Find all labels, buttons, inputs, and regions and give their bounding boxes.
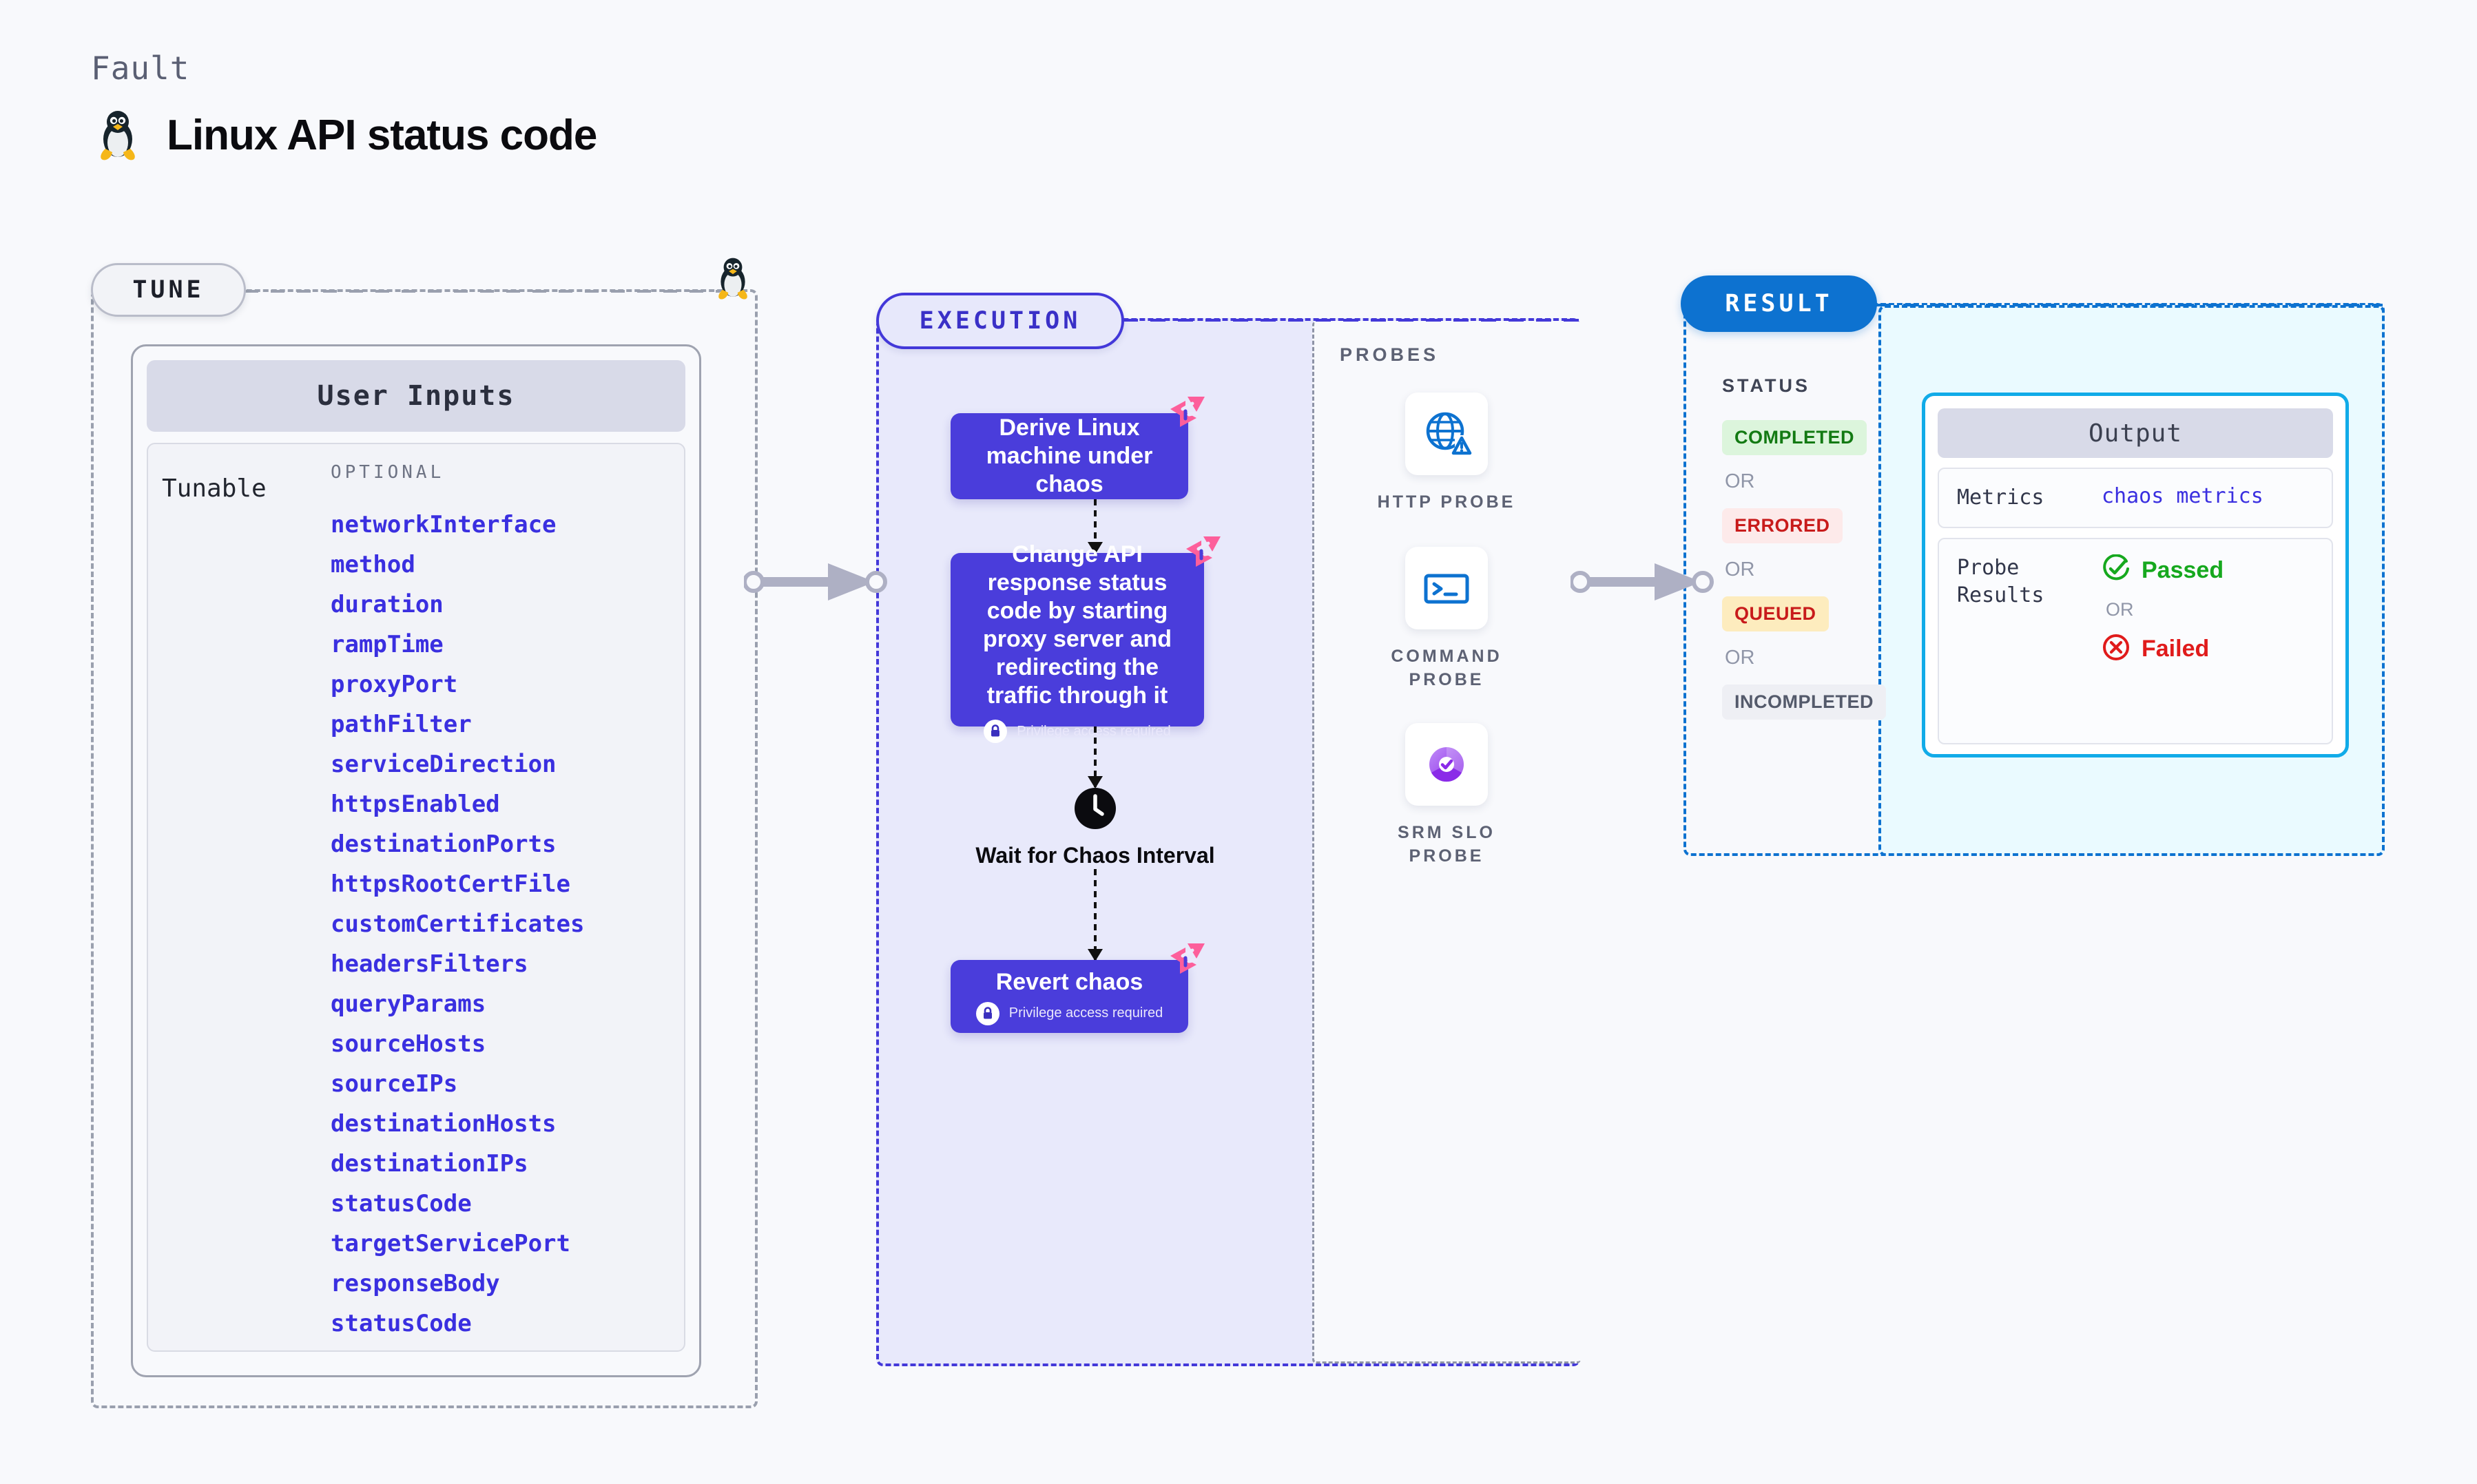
output-metrics-value[interactable]: chaos metrics xyxy=(2102,484,2263,508)
flow-arrow-3 xyxy=(1088,869,1103,961)
status-badge-queued: QUEUED xyxy=(1722,596,1829,631)
tunable-item[interactable]: httpsEnabled xyxy=(331,791,500,818)
probes-region xyxy=(1312,321,1581,1363)
execution-flow: Derive Linux machine under chaos Change … xyxy=(951,397,1240,1033)
check-circle-icon xyxy=(2102,554,2131,587)
flow-node-wait: Wait for Chaos Interval xyxy=(951,787,1240,869)
tunable-item[interactable]: destinationHosts xyxy=(331,1110,557,1138)
tune-pill[interactable]: TUNE xyxy=(91,263,246,317)
status-list: COMPLETED OR ERRORED OR QUEUED OR INCOMP… xyxy=(1722,420,1929,720)
tunable-item[interactable]: sourceIPs xyxy=(331,1070,458,1098)
tunable-item[interactable]: customCertificates xyxy=(331,910,585,938)
lock-icon xyxy=(975,1001,999,1025)
privilege-notice-label: Privilege access required xyxy=(1008,1005,1163,1021)
or-separator: OR xyxy=(1725,558,1755,581)
status-badge-completed: COMPLETED xyxy=(1722,420,1867,455)
slo-donut-check-icon xyxy=(1405,723,1488,806)
tunable-panel: Tunable OPTIONAL networkInterface method… xyxy=(147,443,685,1352)
tunable-item[interactable]: pathFilter xyxy=(331,711,472,738)
terminal-icon xyxy=(1405,547,1488,629)
tunable-item[interactable]: queryParams xyxy=(331,990,486,1018)
status-title: STATUS xyxy=(1722,375,1810,396)
output-title: Output xyxy=(1938,408,2333,458)
probe-result-passed: Passed xyxy=(2102,554,2224,587)
page-title: Linux API status code xyxy=(167,111,597,159)
status-badge-incompleted: INCOMPLETED xyxy=(1722,684,1887,720)
tunable-item[interactable]: rampTime xyxy=(331,631,444,658)
or-separator: OR xyxy=(2106,599,2134,620)
tunable-item[interactable]: method xyxy=(331,551,415,578)
execution-to-result-connector xyxy=(1571,563,1714,600)
flow-node-derive-label: Derive Linux machine under chaos xyxy=(986,415,1153,497)
tunable-item[interactable]: headersFilters xyxy=(331,950,528,978)
probe-command-label: COMMAND PROBE xyxy=(1391,647,1502,689)
fault-kicker: Fault xyxy=(91,50,190,87)
probe-http-label: HTTP PROBE xyxy=(1377,492,1516,512)
result-pill-connector xyxy=(1876,304,2383,306)
or-separator: OR xyxy=(1725,647,1755,669)
chaos-badge-icon xyxy=(1185,535,1222,573)
tunable-item[interactable]: serviceDirection xyxy=(331,751,557,778)
flow-arrow-1 xyxy=(1088,499,1103,554)
tune-pill-connector xyxy=(245,290,720,293)
flow-node-revert[interactable]: Revert chaos Privilege access required xyxy=(951,943,1205,1033)
tune-region xyxy=(91,289,758,1408)
probe-result-failed-label: Failed xyxy=(2142,636,2210,662)
probes-title: PROBES xyxy=(1340,344,1440,365)
lock-icon xyxy=(984,720,1008,743)
probe-srm-slo-label: SRM SLO PROBE xyxy=(1398,823,1495,866)
flow-node-revert-label: Revert chaos xyxy=(995,968,1143,995)
probe-srm-slo[interactable]: SRM SLO PROBE xyxy=(1364,723,1529,868)
probe-command[interactable]: COMMAND PROBE xyxy=(1364,547,1529,691)
user-inputs-title: User Inputs xyxy=(147,360,685,432)
tunable-item[interactable]: destinationIPs xyxy=(331,1150,528,1178)
flow-node-derive[interactable]: Derive Linux machine under chaos xyxy=(951,397,1205,499)
result-pill[interactable]: RESULT xyxy=(1681,275,1877,332)
probe-results-values: Passed OR Failed xyxy=(2102,554,2224,665)
tunable-item[interactable]: responseBody xyxy=(331,1270,500,1297)
linux-penguin-icon xyxy=(96,109,139,161)
privilege-notice: Privilege access required xyxy=(984,720,1171,743)
execution-pill-connector xyxy=(1123,319,1579,322)
tunable-item[interactable]: destinationPorts xyxy=(331,830,557,858)
optional-label: OPTIONAL xyxy=(331,462,445,483)
tunable-item[interactable]: sourceHosts xyxy=(331,1030,486,1058)
fault-title-row: Linux API status code xyxy=(96,109,597,161)
flow-node-wait-label: Wait for Chaos Interval xyxy=(975,843,1215,868)
chaos-badge-icon xyxy=(1169,395,1206,433)
user-inputs-card: User Inputs Tunable OPTIONAL networkInte… xyxy=(131,344,701,1377)
output-probe-results-row: Probe Results Passed OR xyxy=(1938,538,2333,744)
probe-result-passed-label: Passed xyxy=(2142,557,2224,583)
tunable-item[interactable]: targetServicePort xyxy=(331,1230,570,1257)
output-probe-results-key: Probe Results xyxy=(1957,556,2044,607)
globe-alert-icon xyxy=(1405,393,1488,475)
tunable-item[interactable]: duration xyxy=(331,591,444,618)
tune-to-execution-connector xyxy=(744,563,887,600)
or-separator: OR xyxy=(1725,470,1755,492)
output-metrics-row: Metrics chaos metrics xyxy=(1938,468,2333,528)
tunable-list: OPTIONAL networkInterface method duratio… xyxy=(331,462,670,1350)
status-badge-errored: ERRORED xyxy=(1722,508,1843,543)
x-circle-icon xyxy=(2102,633,2131,665)
privilege-notice: Privilege access required xyxy=(975,1001,1163,1025)
tunable-item[interactable]: proxyPort xyxy=(331,671,458,698)
output-card: Output Metrics chaos metrics Probe Resul… xyxy=(1922,393,2349,757)
execution-pill[interactable]: EXECUTION xyxy=(876,293,1124,349)
chaos-badge-icon xyxy=(1169,942,1206,980)
flow-node-change-status[interactable]: Change API response status code by start… xyxy=(951,536,1221,743)
probe-result-failed: Failed xyxy=(2102,633,2224,665)
tunable-item[interactable]: statusCode xyxy=(331,1190,472,1217)
linux-penguin-icon xyxy=(715,256,751,304)
flow-arrow-2 xyxy=(1088,727,1103,788)
output-metrics-key: Metrics xyxy=(1957,485,2044,510)
tunable-item[interactable]: httpsRootCertFile xyxy=(331,870,570,898)
tunable-item[interactable]: networkInterface xyxy=(331,511,557,539)
probe-http[interactable]: HTTP PROBE xyxy=(1364,393,1529,514)
clock-icon xyxy=(1074,788,1117,833)
flow-node-change-status-label: Change API response status code by start… xyxy=(982,541,1172,709)
tunable-item[interactable]: statusCode xyxy=(331,1310,472,1337)
tunable-group-label: Tunable xyxy=(162,474,267,503)
